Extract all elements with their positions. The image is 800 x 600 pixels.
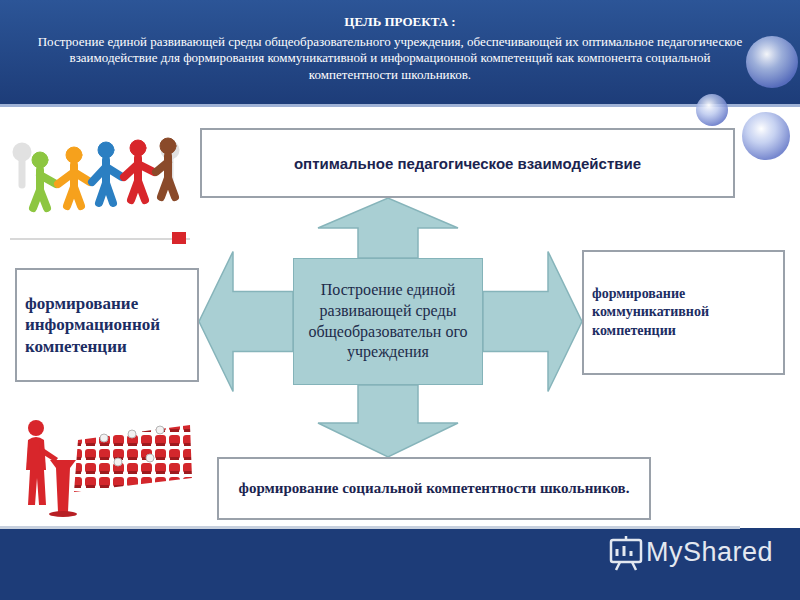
slide-title: ЦЕЛЬ ПРОЕКТА : [200,14,600,30]
watermark: MyShared [646,537,796,568]
header-rule [0,104,800,107]
block-arrow [199,252,293,392]
node-text: формирование социальной компетентности ш… [229,478,639,500]
node-text: Построение единой развивающей среды обще… [302,280,474,363]
block-arrow [483,252,582,392]
person-figure [124,140,154,200]
result-box: формирование социальной компетентности ш… [217,457,651,520]
header-band [0,0,800,106]
competence-box: формирование коммуникативной компетенции [582,250,785,375]
competence-box: формирование информационной компетенции [15,268,199,382]
audience-chairs [74,425,192,492]
person-figure [92,142,122,203]
header-text: Построение единой развивающей среды обще… [30,34,750,83]
block-arrow [318,198,458,258]
person-figure [156,138,176,197]
node-text: формирование информационной компетенции [25,293,189,357]
people-illustration [10,138,190,244]
footer-rule [0,526,740,529]
node-text: оптимальное педагогическое взаимодействи… [214,155,721,172]
block-arrow [318,385,458,457]
bubble [746,36,798,88]
audience [100,426,164,466]
person-figure [32,152,56,208]
watermark-icon [611,536,641,570]
bubble [696,94,728,126]
center-box: Построение единой развивающей среды обще… [293,258,483,385]
footer-band [0,528,800,600]
speaker-figure [26,420,77,517]
goal-box: оптимальное педагогическое взаимодействи… [200,128,735,198]
bubble [742,112,790,160]
lectern [50,460,76,512]
node-text: формирование коммуникативной компетенции [592,285,775,340]
person-figure [58,147,90,206]
speaker-illustration [26,420,192,517]
